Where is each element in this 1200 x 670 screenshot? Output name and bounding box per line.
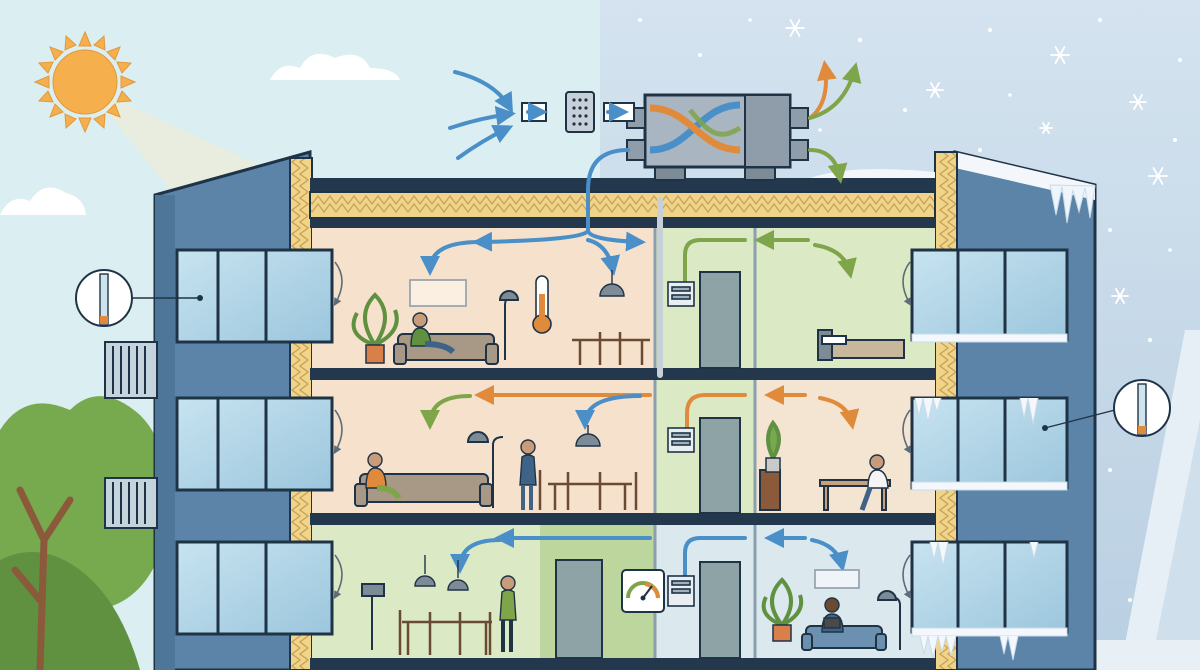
window-left [175,248,334,636]
window-tilt-indicator [333,261,343,600]
dining-table-icon [398,332,650,655]
tree-icon [1120,330,1200,670]
left-balcony [104,341,158,529]
wall-vent [409,279,860,589]
window-cross-section-callout [75,269,203,327]
door-icon [555,271,741,659]
window-cross-section-callout [1042,379,1171,437]
supply-air-duct [420,148,646,276]
desk-icon [759,469,891,511]
icicle-icon [911,333,1068,661]
snowflake-icon [785,19,1168,304]
cloud-icon [0,53,400,215]
window-right [910,248,1069,634]
pendant-lamp-icon [414,270,625,591]
control-panel-icon [667,281,695,607]
supply-air-duct-bottom [450,528,849,578]
person-icon [365,312,889,652]
heat-recovery-ventilation-unit [626,93,809,181]
tree-icon [0,396,168,670]
floor-slab [310,658,935,670]
bed-icon [817,329,905,361]
recirculation-arrows [420,385,860,432]
roof-slab [309,169,936,228]
pressure-gauge-icon [621,569,665,613]
fresh-air-intake-arrows [448,70,629,160]
window-tilt-indicator [902,261,912,600]
thermometer-icon [532,275,552,334]
houseplant-icon [351,292,804,642]
snow-ground [1080,640,1200,670]
exhaust-air-arrows [808,60,862,184]
floor-lamp-icon [361,290,901,650]
floor-slab [310,368,935,380]
extract-air-duct [657,197,857,378]
floor-slab [310,513,935,525]
